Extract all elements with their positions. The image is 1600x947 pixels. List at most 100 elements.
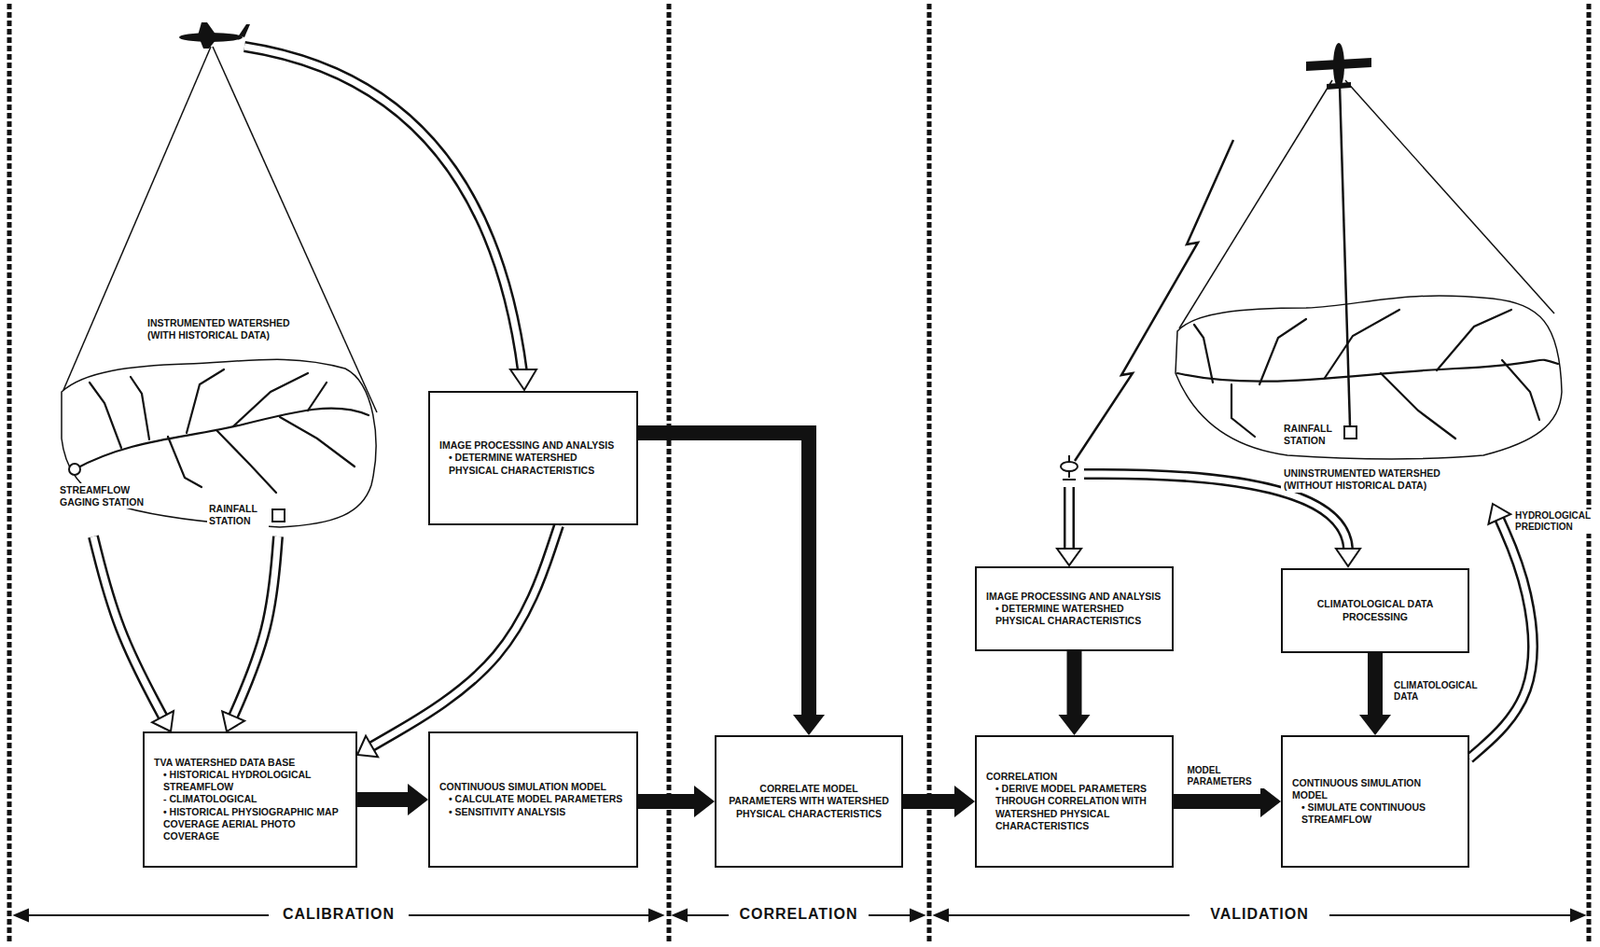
box-heading: UNINSTRUMENTED WATERSHED (WITHOUT HISTOR… (1280, 466, 1488, 493)
arrow-shaft (638, 432, 809, 715)
arrow-shaft-outline (93, 536, 164, 717)
view-line (1345, 80, 1555, 314)
arrow-shaft (903, 793, 955, 809)
arrow-shaft (638, 793, 695, 809)
box-text: • SENSITIVITY ANALYSIS (439, 806, 627, 819)
antenna-dish (1060, 461, 1078, 472)
process-box: IMAGE PROCESSING AND ANALYSIS• DETERMINE… (428, 390, 639, 526)
stream-network (1177, 309, 1559, 439)
phase-label: VALIDATION (1189, 904, 1330, 923)
phase-label: CALIBRATION (268, 904, 409, 923)
view-line (212, 46, 377, 413)
span-head (910, 909, 924, 921)
arrow-shaft (1067, 651, 1083, 715)
box-text: • CALCULATE MODEL PARAMETERS (439, 793, 627, 806)
box-heading: TVA WATERSHED DATA BASE (153, 756, 347, 769)
arrow-head (357, 736, 378, 758)
stream (186, 369, 224, 433)
arrow-head (694, 785, 715, 818)
hollow-arrow (1057, 486, 1082, 566)
stream (1259, 319, 1307, 385)
flow-arrow (222, 536, 279, 732)
sensor-view-lines (1179, 80, 1555, 426)
process-box: CONTINUOUS SIMULATION MODEL• CALCULATE M… (428, 731, 639, 868)
arrow-shaft (357, 792, 408, 807)
stream (1194, 324, 1213, 383)
hollow-arrow-inner (1066, 486, 1073, 549)
stream (307, 382, 327, 411)
box-heading: INSTRUMENTED WATERSHED (WITH HISTORICAL … (144, 316, 309, 343)
hollow-arrow-head (1057, 548, 1082, 566)
process-box: CONTINUOUS SIMULATION MODEL• SIMULATE CO… (1280, 735, 1470, 868)
flow-arrow (638, 432, 825, 736)
process-box: CORRELATE MODEL PARAMETERS WITH WATERSHE… (714, 735, 904, 868)
hollow-arrow-head (510, 369, 537, 390)
phase-label: CORRELATION (728, 904, 869, 923)
arrow-head (1260, 785, 1281, 818)
box-text: - CLIMATOLOGICAL (153, 793, 347, 806)
arrow-head (1359, 714, 1392, 736)
box-text: • DETERMINE WATERSHED PHYSICAL CHARACTER… (439, 451, 627, 476)
arrow-shaft (1367, 653, 1383, 715)
box-heading: CONTINUOUS SIMULATION MODEL (439, 780, 627, 794)
box-heading: IMAGE PROCESSING AND ANALYSIS (439, 439, 627, 452)
flow-arrow (357, 525, 559, 757)
view-line (1179, 80, 1333, 329)
box-text: • DERIVE MODEL PARAMETERS THROUGH CORREL… (986, 782, 1163, 833)
box-heading: CLIMATOLOGICAL DATA PROCESSING (1292, 598, 1459, 623)
station-label: RAINFALL STATION (207, 501, 269, 528)
flow-arrow (1359, 653, 1392, 736)
watershed-region: UNINSTRUMENTED WATERSHED (WITHOUT HISTOR… (1170, 289, 1573, 504)
receiving-antenna (1060, 455, 1078, 480)
separator-line (1586, 3, 1592, 945)
sensor-view-lines (63, 46, 377, 413)
arrow-shaft-outline (372, 525, 559, 747)
span-head (934, 909, 948, 921)
stream (1380, 373, 1456, 439)
stream (279, 417, 355, 467)
stream (167, 436, 202, 487)
span-head (14, 909, 28, 921)
process-box: IMAGE PROCESSING AND ANALYSIS• DETERMINE… (974, 566, 1174, 652)
stream (1324, 309, 1400, 378)
aircraft (179, 22, 251, 49)
radio-link (1074, 139, 1234, 461)
stream (233, 373, 308, 427)
flow-arrow (93, 536, 174, 732)
aircraft (1306, 42, 1372, 90)
arrow-head (1058, 714, 1091, 736)
flow-arrow (1469, 503, 1533, 759)
hollow-arrow-head (1335, 548, 1361, 567)
arrow-head (407, 783, 429, 816)
view-line (1339, 85, 1350, 426)
box-text: • HISTORICAL HYDROLOGICAL STREAMFLOW (153, 768, 347, 794)
arrow-head (222, 710, 245, 732)
box-heading: CORRELATION (986, 770, 1163, 783)
stream (1502, 360, 1540, 420)
separator-line (7, 3, 13, 945)
edge-label: CLIMATOLOGICAL DATA (1391, 679, 1476, 704)
arrow-head (1488, 503, 1511, 525)
aircraft-wing (197, 22, 217, 36)
watershed-outline (1175, 295, 1562, 460)
stream (130, 376, 150, 440)
span-head (673, 909, 687, 921)
arrow-head (954, 785, 975, 818)
rainfall-station-symbol (272, 509, 285, 522)
stream (1177, 360, 1559, 382)
stream-network (74, 369, 369, 493)
station-label: STREAMFLOW GAGING STATION (57, 483, 155, 509)
database-box: TVA WATERSHED DATA BASE• HISTORICAL HYDR… (142, 731, 358, 868)
arrow-shaft-inner (1469, 518, 1533, 759)
flow-arrow (1058, 651, 1091, 736)
span-head (649, 909, 663, 921)
arrow-shaft-outline (233, 536, 279, 716)
flow-arrow (903, 785, 975, 818)
box-heading: CONTINUOUS SIMULATION MODEL (1292, 777, 1459, 802)
span-head (1571, 909, 1585, 921)
arrow-shaft-inner (372, 525, 559, 747)
phase-separators (9, 3, 1589, 945)
aircraft-wing (199, 39, 217, 49)
edge-label: MODEL PARAMETERS (1185, 764, 1270, 789)
process-box: CORRELATION• DERIVE MODEL PARAMETERS THR… (974, 735, 1174, 868)
